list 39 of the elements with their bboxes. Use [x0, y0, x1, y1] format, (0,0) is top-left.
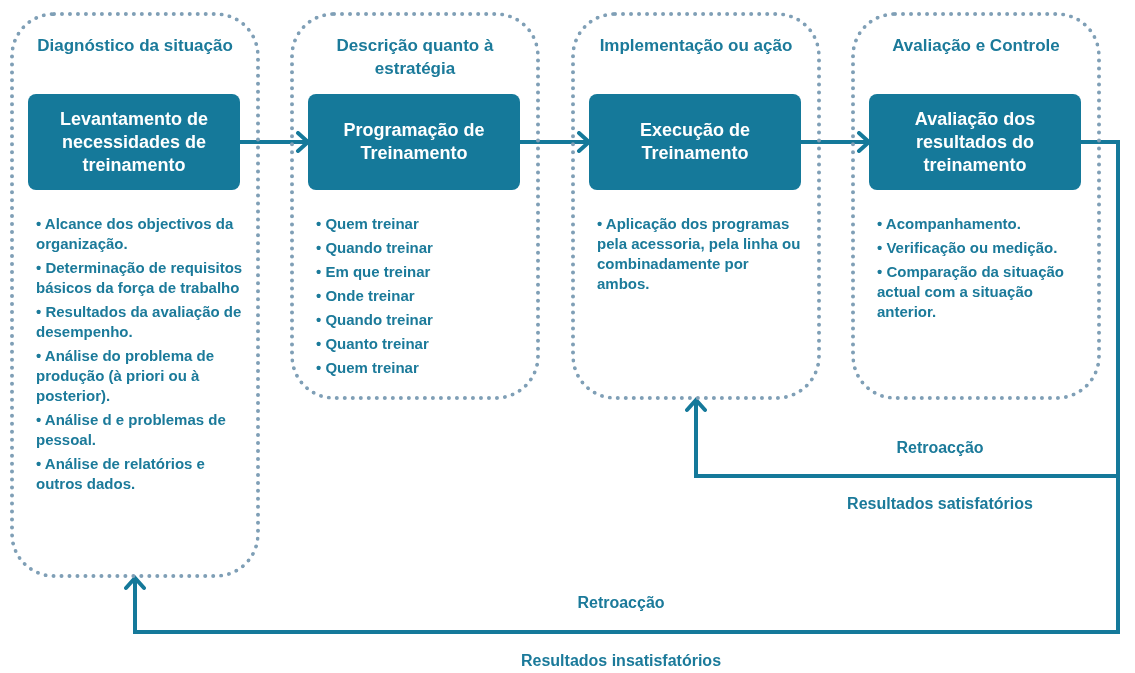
stage-panel	[290, 12, 540, 400]
stage-panel	[851, 12, 1101, 400]
process-box	[869, 94, 1081, 190]
stage-heading: Avaliação e Controle	[891, 35, 1061, 57]
process-box	[308, 94, 520, 190]
process-title: Levantamento de necessidades de treinamento	[58, 107, 209, 177]
process-box	[28, 94, 240, 190]
process-title: Avaliação dos resultados do treinamento	[913, 107, 1037, 177]
stage-heading: Diagnóstico da situação	[36, 35, 234, 57]
bullet-item: • Alcance dos objectivos da organização.	[36, 214, 235, 254]
stage-heading: Descrição quanto à estratégia	[335, 35, 495, 80]
bullet-item: • Análise d e problemas de pessoal.	[36, 410, 227, 450]
bullet-item: • Aplicação dos programas pela acessoria, pela linha ou combinadamente por ambos.	[597, 214, 802, 294]
bullet-item: • Análise de relatórios e outros dados.	[36, 454, 206, 494]
bullet-item: • Quando treinar	[316, 238, 434, 258]
bullet-item: • Comparação da situação actual com a situação anterior.	[877, 262, 1065, 322]
stage-panel	[571, 12, 821, 400]
bullet-item: • Resultados da avaliação de desempenho.	[36, 302, 243, 342]
arrow	[124, 140, 1120, 634]
bullet-item: • Determinação de requisitos básicos da força de trabalho	[36, 258, 244, 298]
arrow	[240, 131, 310, 153]
bullet-item: • Onde treinar	[316, 286, 416, 306]
arrow	[520, 131, 591, 153]
bullet-item: • Verificação ou medição.	[877, 238, 1059, 258]
bullet-item: • Análise do problema de produção (à priori ou à posterior).	[36, 346, 216, 406]
bullet-item: • Quem treinar	[316, 358, 420, 378]
bullet-item: • Acompanhamento.	[877, 214, 1022, 234]
bullet-item: • Em que treinar	[316, 262, 432, 282]
process-title: Programação de Treinamento	[342, 119, 486, 165]
bullet-item: • Quem treinar	[316, 214, 420, 234]
bullet-item: • Quanto treinar	[316, 334, 430, 354]
stage-heading: Implementação ou ação	[598, 35, 794, 57]
arrow	[801, 131, 871, 153]
result-label: Resultados satisfatórios	[847, 494, 1033, 514]
result-label: Resultados insatisfatórios	[521, 651, 721, 671]
bullet-item: • Quando treinar	[316, 310, 434, 330]
process-title: Execução de Treinamento	[638, 119, 752, 165]
process-box	[589, 94, 801, 190]
stage-panel	[10, 12, 260, 578]
